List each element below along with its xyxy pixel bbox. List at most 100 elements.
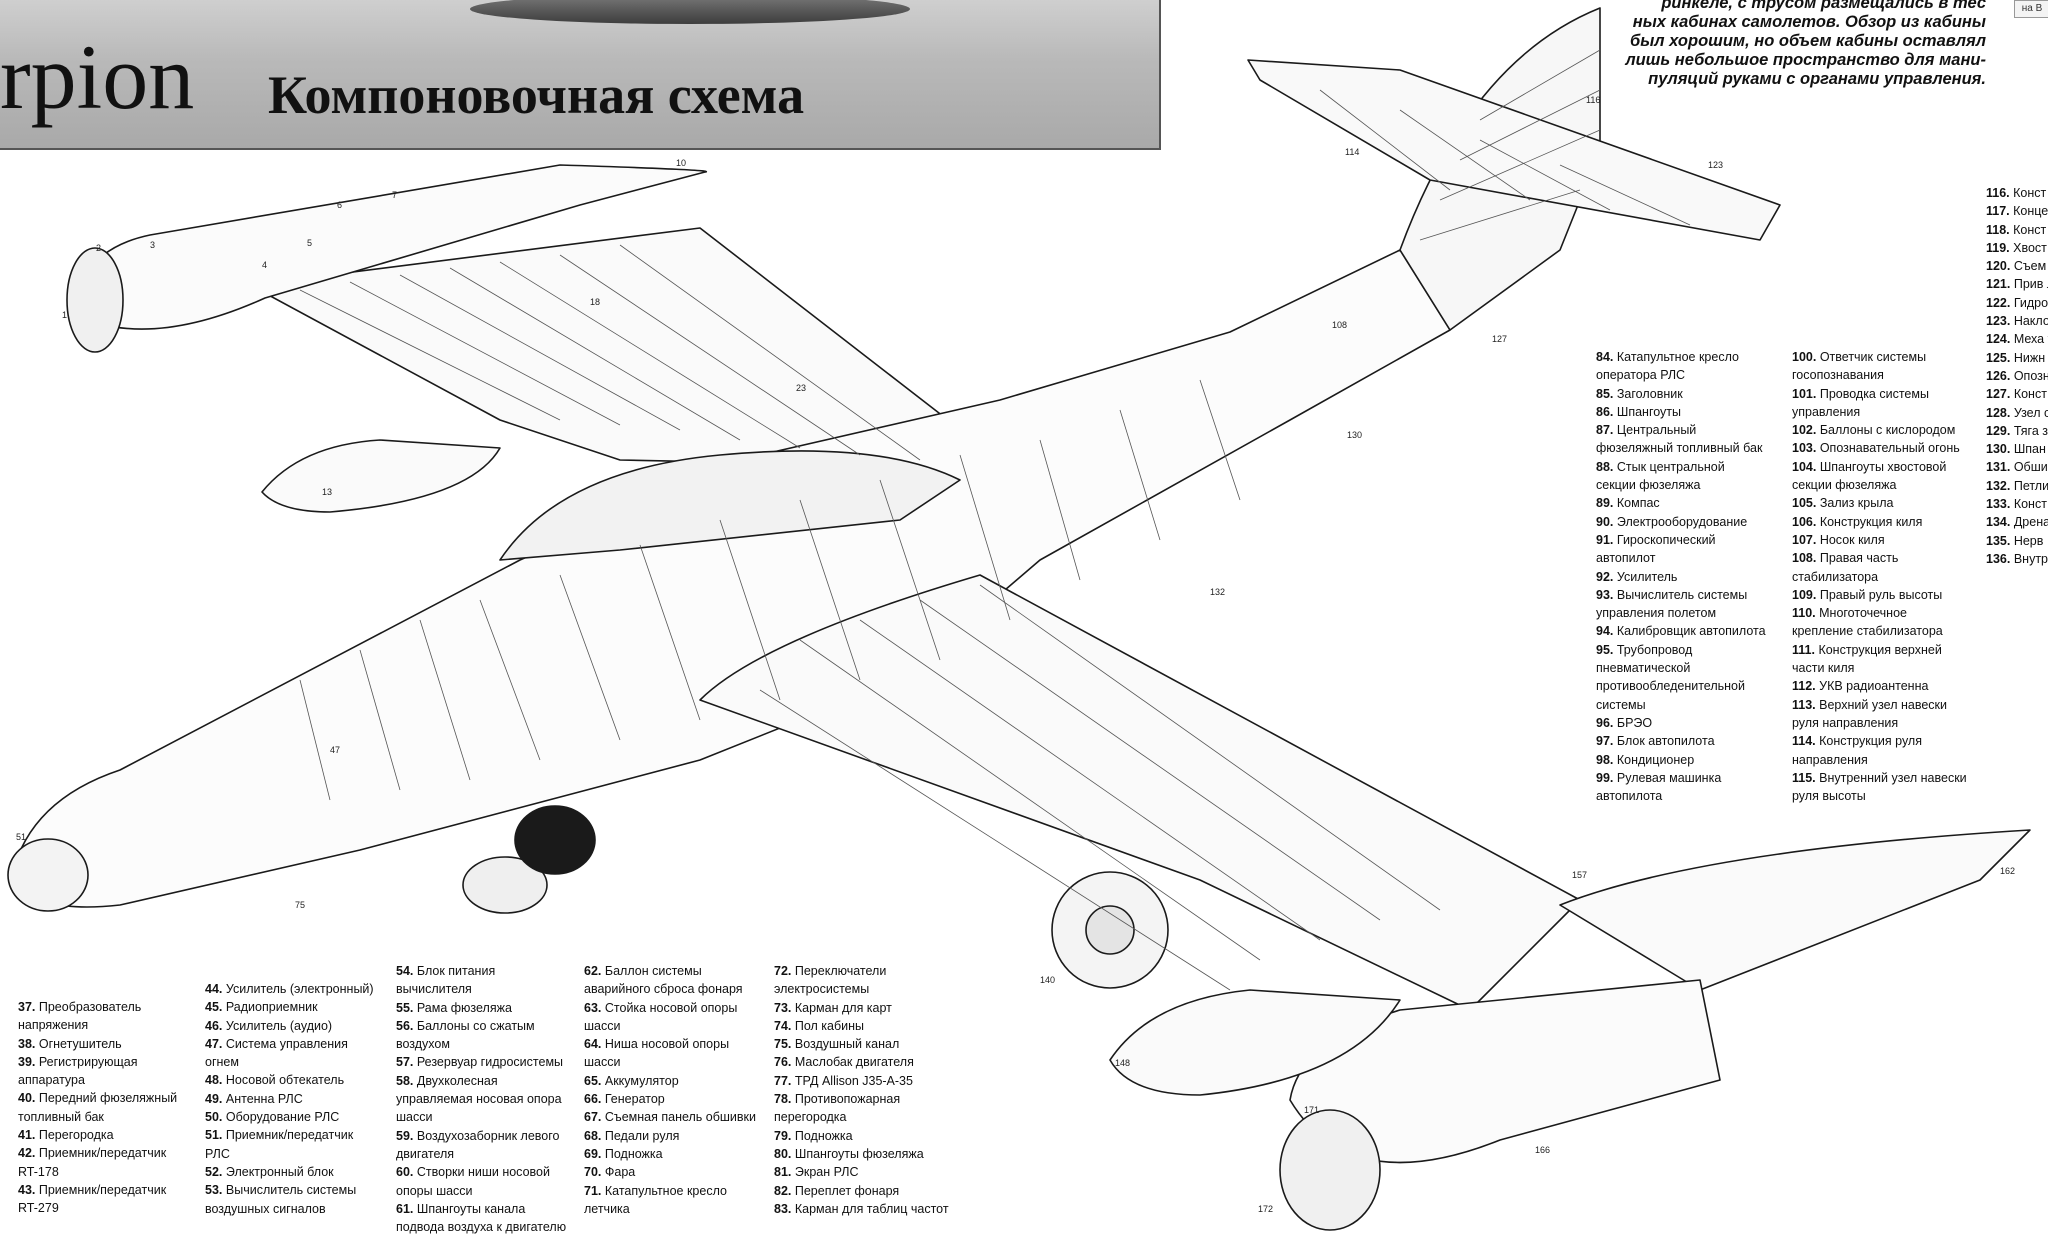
callout-label: 1 [62, 310, 68, 320]
legend-entry: 62. Баллон системы аварийного сброса фон… [584, 964, 743, 997]
legend-entry: 74. Пол кабины [774, 1018, 865, 1033]
legend-entry: 52. Электронный блок [205, 1164, 334, 1179]
legend-entry: 60. Створки ниши носовой опоры шасси [396, 1165, 550, 1198]
legend-entry: 44. Усилитель (электронный) [205, 982, 374, 996]
legend-entry: 64. Ниша носовой опоры шасси [584, 1037, 730, 1070]
legend-entry: 126. Опозн [1986, 368, 2048, 383]
legend-entry: 81. Экран РЛС [774, 1165, 859, 1180]
fuselage-frames [299, 379, 1241, 801]
legend-entry: 43. Приемник/передатчик RT-279 [18, 1182, 167, 1216]
canopy [499, 450, 961, 561]
legend-entry: 40. Передний фюзеляжный топливный бак [18, 1091, 178, 1124]
callout-label: 75 [295, 900, 306, 910]
callout-label: 116 [1586, 95, 1601, 105]
intro-line: лишь небольшое пространство для мани- [1625, 51, 1986, 69]
intro-paragraph: ринкеле, с трусом размещались в тес ных … [1600, 0, 1986, 89]
intro-line: ных кабинах самолетов. Обзор из кабины [1632, 13, 1986, 31]
legend-entry: 49. Антенна РЛС [205, 1091, 303, 1106]
legend-entry: 131. Обши фюзеляжа [1986, 460, 2048, 475]
callout-label: 148 [1115, 1058, 1131, 1068]
legend-entry: 102. Баллоны с кислородом [1792, 423, 1956, 438]
callout-label: 3 [150, 240, 156, 250]
legend-entry: 106. Конструкция киля [1792, 514, 1923, 529]
callout-label: 18 [590, 297, 601, 307]
right-tip-tank [1559, 829, 2031, 991]
legend-column: 116. Конст высоты 117. Конце 118. Конст … [1986, 184, 2048, 568]
radome [7, 838, 89, 912]
nose-landing-wheel [462, 856, 548, 914]
legend-entry: 77. ТРД Allison J35-A-35 [774, 1073, 913, 1088]
callout-label: 13 [322, 487, 333, 497]
fuselage-intake [514, 805, 596, 875]
lower-wing-ribs [759, 584, 1441, 991]
legend-entry: 37. Преобразователь напряжения [18, 1000, 142, 1033]
legend-entry: 104. Шпангоуты хвостовой секции фюзеляжа [1792, 459, 1947, 493]
legend-entry: 111. Конструкция верхней части киля [1792, 642, 1942, 676]
legend-entry: 123. Накло [1986, 314, 2048, 329]
main-wheel-hub [1085, 905, 1135, 955]
legend-entry: 107. Носок киля [1792, 532, 1885, 547]
legend-entry: 73. Карман для карт [774, 1000, 892, 1015]
callout-label: 114 [1345, 147, 1360, 157]
callout-label: 23 [796, 383, 807, 393]
legend-entry: 120. Съем [1986, 259, 2047, 274]
legend-entry: 100. Ответчик системы госопознавания [1792, 350, 1927, 383]
callout-label: 140 [1040, 975, 1056, 985]
legend-entry: 133. Конст части кры [1986, 497, 2048, 512]
callout-label: 108 [1332, 320, 1348, 330]
legend-entry: 59. Воздухозаборник левого двигателя [396, 1128, 560, 1161]
legend-column: 44. Усилитель (электронный) 45. Радиопри… [205, 980, 380, 1218]
page-title-fragment: rpion [0, 26, 195, 128]
legend-entry: 134. Дрена баков [1986, 515, 2048, 530]
legend-entry: 47. Система управления огнем [205, 1036, 348, 1070]
legend-entry: 75. Воздушный канал [774, 1037, 900, 1052]
legend-entry: 85. Заголовник [1596, 386, 1683, 401]
legend-entry: 89. Компас [1596, 496, 1660, 511]
callout-label: 10 [676, 158, 687, 168]
legend-entry: 83. Карман для таблиц частот [774, 1201, 949, 1216]
legend-entry: 124. Меха управлени [1986, 332, 2048, 347]
legend-entry: 98. Кондиционер [1596, 752, 1695, 767]
corner-badge: на В [2014, 0, 2048, 18]
callout-label: 127 [1492, 334, 1508, 344]
legend-entry: 112. УКВ радиоантенна [1792, 679, 1929, 694]
legend-entry: 41. Перегородка [18, 1128, 114, 1143]
legend-entry: 39. Регистрирующая аппаратура [18, 1054, 138, 1088]
callout-label: 7 [392, 190, 398, 200]
left-engine-intake [66, 247, 124, 353]
legend-entry: 38. Огнетушитель [18, 1036, 122, 1051]
legend-entry: 129. Тяга з [1986, 423, 2048, 438]
legend-entry: 88. Стык центральной секции фюзеляжа [1596, 459, 1725, 493]
legend-entry: 76. Маслобак двигателя [774, 1055, 914, 1070]
callout-label: 132 [1210, 587, 1226, 597]
legend-entry: 119. Хвост [1986, 240, 2047, 255]
callout-label: 171 [1304, 1105, 1320, 1115]
left-drop-tank [261, 439, 501, 513]
legend-entry: 109. Правый руль высоты [1792, 587, 1943, 602]
legend-entry: 136. Внутр ниши шасс [1986, 551, 2048, 566]
legend-entry: 121. Прив ления руле [1986, 277, 2048, 292]
legend-entry: 69. Подножка [584, 1146, 663, 1161]
legend-entry: 70. Фара [584, 1165, 636, 1180]
legend-entry: 42. Приемник/передатчик RT-178 [18, 1146, 167, 1179]
callout-label: 5 [307, 238, 313, 248]
legend-entry: 86. Шпангоуты [1596, 404, 1682, 419]
legend-entry: 48. Носовой обтекатель [205, 1073, 345, 1088]
legend-entry: 118. Конст соли стаби [1986, 222, 2048, 237]
legend-entry: 61. Шпангоуты канала подвода воздуха к д… [396, 1201, 567, 1235]
right-wing-outline [699, 574, 1581, 1011]
legend-entry: 63. Стойка носовой опоры шасси [584, 1000, 738, 1033]
legend-entry: 51. Приемник/передатчик РЛС [205, 1128, 354, 1161]
legend-entry: 90. Электрооборудование [1596, 514, 1748, 529]
header-photo-strip: rpion Компоновочная схема [0, 0, 1161, 150]
legend-entry: 66. Генератор [584, 1092, 665, 1107]
legend-entry: 94. Калибровщик автопилота [1596, 624, 1766, 639]
legend-entry: 87. Центральный фюзеляжный топливный бак [1596, 423, 1763, 456]
legend-entry: 65. Аккумулятор [584, 1073, 679, 1088]
legend-entry: 97. Блок автопилота [1596, 734, 1715, 749]
legend-entry: 108. Правая часть стабилизатора [1792, 551, 1899, 584]
callout-label: 157 [1572, 870, 1588, 880]
header-aircraft-photo [470, 0, 910, 24]
legend-entry: 46. Усилитель (аудио) [205, 1018, 333, 1033]
legend-entry: 117. Конце [1986, 204, 2048, 219]
